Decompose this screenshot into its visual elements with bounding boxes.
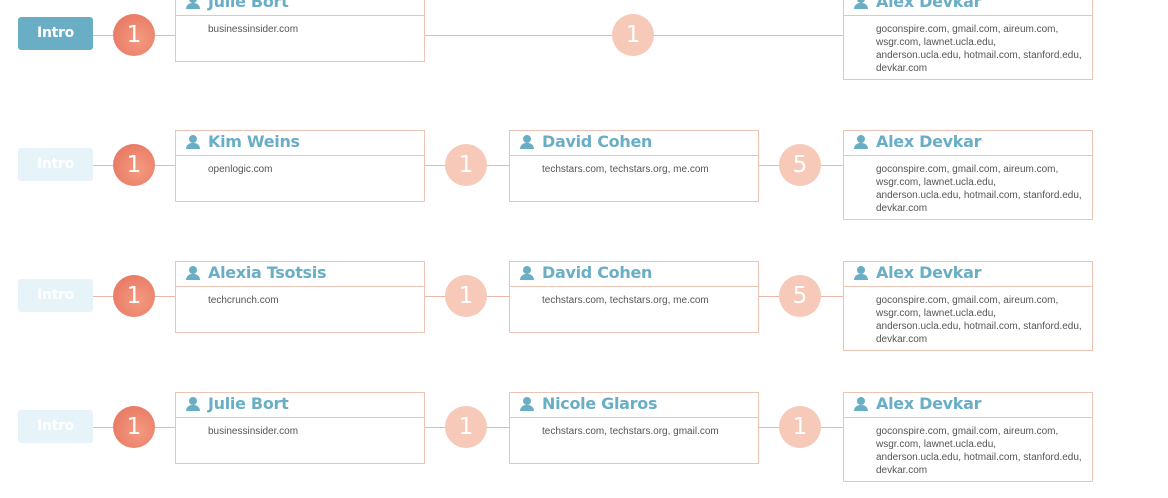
- contact-name[interactable]: Alex Devkar: [876, 263, 982, 282]
- intro-button[interactable]: Intro: [18, 17, 93, 50]
- person-icon: [186, 266, 200, 280]
- contact-card[interactable]: Alex Devkar goconspire.com, gmail.com, a…: [843, 0, 1093, 80]
- contact-name[interactable]: David Cohen: [542, 132, 653, 151]
- contact-card[interactable]: Nicole Glaros techstars.com, techstars.o…: [509, 392, 759, 464]
- contact-name[interactable]: Julie Bort: [208, 394, 289, 413]
- contact-name[interactable]: Alex Devkar: [876, 394, 982, 413]
- contact-card[interactable]: Julie Bort businessinsider.com: [175, 392, 425, 464]
- contact-card[interactable]: David Cohen techstars.com, techstars.org…: [509, 261, 759, 333]
- contact-card-header: Alex Devkar: [844, 0, 1092, 16]
- contact-card[interactable]: Kim Weins openlogic.com: [175, 130, 425, 202]
- connection-count-badge: 1: [113, 406, 155, 448]
- contact-card-header: Alex Devkar: [844, 393, 1092, 418]
- contact-card[interactable]: Alex Devkar goconspire.com, gmail.com, a…: [843, 392, 1093, 482]
- person-icon: [186, 135, 200, 149]
- contact-domains: goconspire.com, gmail.com, aireum.com, w…: [876, 24, 1082, 74]
- intro-button[interactable]: Intro: [18, 279, 93, 312]
- intro-button[interactable]: Intro: [18, 410, 93, 443]
- contact-card[interactable]: Julie Bort businessinsider.com: [175, 0, 425, 62]
- person-icon: [854, 135, 868, 149]
- connection-count-badge: 1: [445, 406, 487, 448]
- person-icon: [854, 266, 868, 280]
- contact-name[interactable]: Alexia Tsotsis: [208, 263, 327, 282]
- contact-name[interactable]: Kim Weins: [208, 132, 300, 151]
- connection-count-badge: 1: [113, 275, 155, 317]
- connection-count-badge: 1: [779, 406, 821, 448]
- contact-name[interactable]: David Cohen: [542, 263, 653, 282]
- contact-card-header: Nicole Glaros: [510, 393, 758, 418]
- contact-card[interactable]: Alexia Tsotsis techcrunch.com: [175, 261, 425, 333]
- contact-card[interactable]: Alex Devkar goconspire.com, gmail.com, a…: [843, 261, 1093, 351]
- intro-button[interactable]: Intro: [18, 148, 93, 181]
- intro-path-row: Intro 1 Julie Bort businessinsider.com 1…: [0, 0, 1168, 100]
- contact-card-header: David Cohen: [510, 262, 758, 287]
- contact-card-header: Julie Bort: [176, 0, 424, 16]
- contact-domains: businessinsider.com: [208, 426, 299, 437]
- contact-domains: openlogic.com: [208, 164, 273, 175]
- connection-count-badge: 1: [445, 144, 487, 186]
- person-icon: [186, 397, 200, 411]
- contact-domains: businessinsider.com: [208, 24, 299, 35]
- contact-name[interactable]: Julie Bort: [208, 0, 289, 11]
- connection-count-badge: 1: [612, 14, 654, 56]
- contact-card-header: Alexia Tsotsis: [176, 262, 424, 287]
- contact-domains: techstars.com, techstars.org, me.com: [542, 164, 709, 175]
- intro-path-row: Intro 1 Alexia Tsotsis techcrunch.com 1 …: [0, 252, 1168, 362]
- connection-count-badge: 5: [779, 275, 821, 317]
- contact-name[interactable]: Alex Devkar: [876, 132, 982, 151]
- contact-card-header: Alex Devkar: [844, 262, 1092, 287]
- contact-domains: techstars.com, techstars.org, me.com: [542, 295, 709, 306]
- contact-card-header: Alex Devkar: [844, 131, 1092, 156]
- contact-name[interactable]: Alex Devkar: [876, 0, 982, 11]
- connector-line: [93, 35, 843, 36]
- person-icon: [186, 0, 200, 9]
- contact-card-header: Kim Weins: [176, 131, 424, 156]
- connection-count-badge: 1: [113, 144, 155, 186]
- contact-card-header: Julie Bort: [176, 393, 424, 418]
- connection-count-badge: 1: [113, 14, 155, 56]
- contact-domains: goconspire.com, gmail.com, aireum.com, w…: [876, 164, 1082, 214]
- contact-domains: goconspire.com, gmail.com, aireum.com, w…: [876, 295, 1082, 345]
- person-icon: [854, 397, 868, 411]
- person-icon: [520, 135, 534, 149]
- contact-card[interactable]: Alex Devkar goconspire.com, gmail.com, a…: [843, 130, 1093, 220]
- person-icon: [520, 397, 534, 411]
- intro-path-row: Intro 1 Kim Weins openlogic.com 1 David …: [0, 121, 1168, 231]
- person-icon: [854, 0, 868, 9]
- person-icon: [520, 266, 534, 280]
- connection-count-badge: 5: [779, 144, 821, 186]
- contact-card-header: David Cohen: [510, 131, 758, 156]
- contact-card[interactable]: David Cohen techstars.com, techstars.org…: [509, 130, 759, 202]
- contact-domains: techcrunch.com: [208, 295, 279, 306]
- intro-path-row: Intro 1 Julie Bort businessinsider.com 1…: [0, 383, 1168, 493]
- contact-domains: goconspire.com, gmail.com, aireum.com, w…: [876, 426, 1082, 476]
- contact-domains: techstars.com, techstars.org, gmail.com: [542, 426, 719, 437]
- connection-count-badge: 1: [445, 275, 487, 317]
- contact-name[interactable]: Nicole Glaros: [542, 394, 658, 413]
